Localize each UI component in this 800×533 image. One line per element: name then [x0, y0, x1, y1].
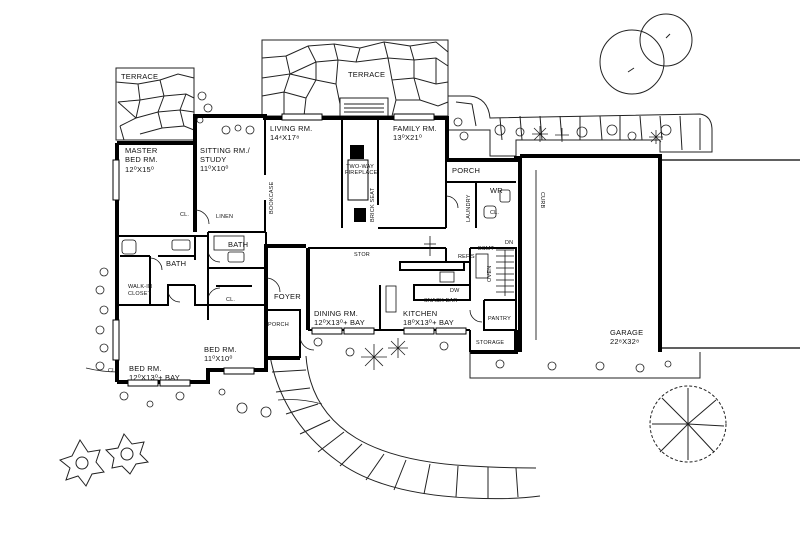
label-terrace-center: TERRACE — [348, 70, 386, 79]
stone-wall-right — [447, 95, 713, 157]
label-living: LIVING RM. — [270, 124, 313, 133]
label-bed-left-dims: 12⁰x13⁰+ BAY — [129, 373, 181, 382]
label-cl-bed: CL. — [226, 297, 236, 303]
label-dining: DINING RM. — [314, 309, 359, 318]
label-fireplace: TWO-WAY FIREPLACE — [345, 164, 378, 176]
label-master-bed-2: BED RM. — [125, 155, 158, 164]
windows — [112, 113, 467, 387]
tree-bottom-right — [649, 385, 727, 463]
kitchen-fixtures — [385, 236, 489, 313]
fireplace — [347, 145, 369, 222]
label-bookcase: BOOKCASE — [269, 181, 275, 214]
label-dn: DN — [505, 240, 514, 246]
label-brick-seat: BRICK SEAT — [370, 187, 376, 222]
label-master-bed-dims: 12⁰x15⁰ — [125, 165, 155, 174]
label-pantry: PANTRY — [488, 316, 512, 322]
label-bed-left: BED RM. — [129, 364, 162, 373]
label-foyer: FOYER — [274, 292, 301, 301]
label-dining-dims: 12⁰x13⁰+ BAY — [314, 318, 366, 327]
stairs — [496, 249, 514, 296]
label-linen: LINEN — [216, 214, 234, 220]
label-bed-right-dims: 11⁰x10⁰ — [204, 354, 233, 363]
label-cl-bed-left: CL. — [108, 368, 118, 374]
garage-border — [469, 352, 701, 379]
label-sitting-1: SITTING RM./ — [200, 146, 250, 155]
tree-top-right — [599, 13, 693, 95]
walkway — [269, 355, 541, 500]
stone-terrace-center — [261, 39, 449, 117]
stone-terrace-left — [115, 67, 195, 141]
label-wr: WR — [490, 186, 503, 195]
label-snack-bar: SNACK BAR — [424, 298, 458, 304]
label-curb: CURB — [539, 192, 545, 209]
door-swings — [149, 195, 483, 351]
label-laundry: LAUNDRY — [466, 194, 472, 222]
label-cl-laundry: CL. — [490, 210, 500, 216]
label-porch-bottom: PORCH — [268, 322, 289, 328]
label-sitting-2: STUDY — [200, 155, 227, 164]
label-cl-sitting: CL. — [180, 212, 190, 218]
label-walkin-1: WALK-IN — [128, 284, 153, 290]
label-living-dims: 14⁴x17⁸ — [270, 133, 300, 142]
label-bed-right: BED RM. — [204, 345, 237, 354]
label-kitchen: KITCHEN — [403, 309, 438, 318]
label-bath-center: BATH — [228, 240, 249, 249]
label-dw: DW — [450, 288, 460, 294]
label-oven: OVEN — [487, 265, 493, 282]
tree-bottom-left — [58, 433, 150, 487]
shrub-cluster — [85, 91, 672, 418]
label-bsmt: BSMT — [478, 246, 495, 252]
label-stor: STOR — [354, 252, 370, 258]
label-family: FAMILY RM. — [393, 124, 437, 133]
label-walkin-2: CLOSET — [128, 291, 152, 297]
label-porch-top: PORCH — [452, 166, 481, 175]
bath-fixtures — [121, 189, 511, 263]
label-sitting-dims: 11⁰x10⁰ — [200, 164, 229, 173]
garage-door — [535, 159, 800, 349]
label-kitchen-dims: 18⁰x13⁰+ BAY — [403, 318, 455, 327]
label-bath-master: BATH — [166, 259, 187, 268]
label-family-dims: 13⁰x21⁰ — [393, 133, 423, 142]
label-storage: STORAGE — [476, 340, 505, 346]
label-garage-dims: 22⁸x32⁸ — [610, 337, 640, 346]
shrub-stars — [361, 126, 663, 370]
label-refr: REF'S — [458, 254, 475, 260]
label-master-bed-1: MASTER — [125, 146, 158, 155]
label-garage: GARAGE — [610, 328, 644, 337]
label-terrace-left: TERRACE — [121, 72, 159, 81]
